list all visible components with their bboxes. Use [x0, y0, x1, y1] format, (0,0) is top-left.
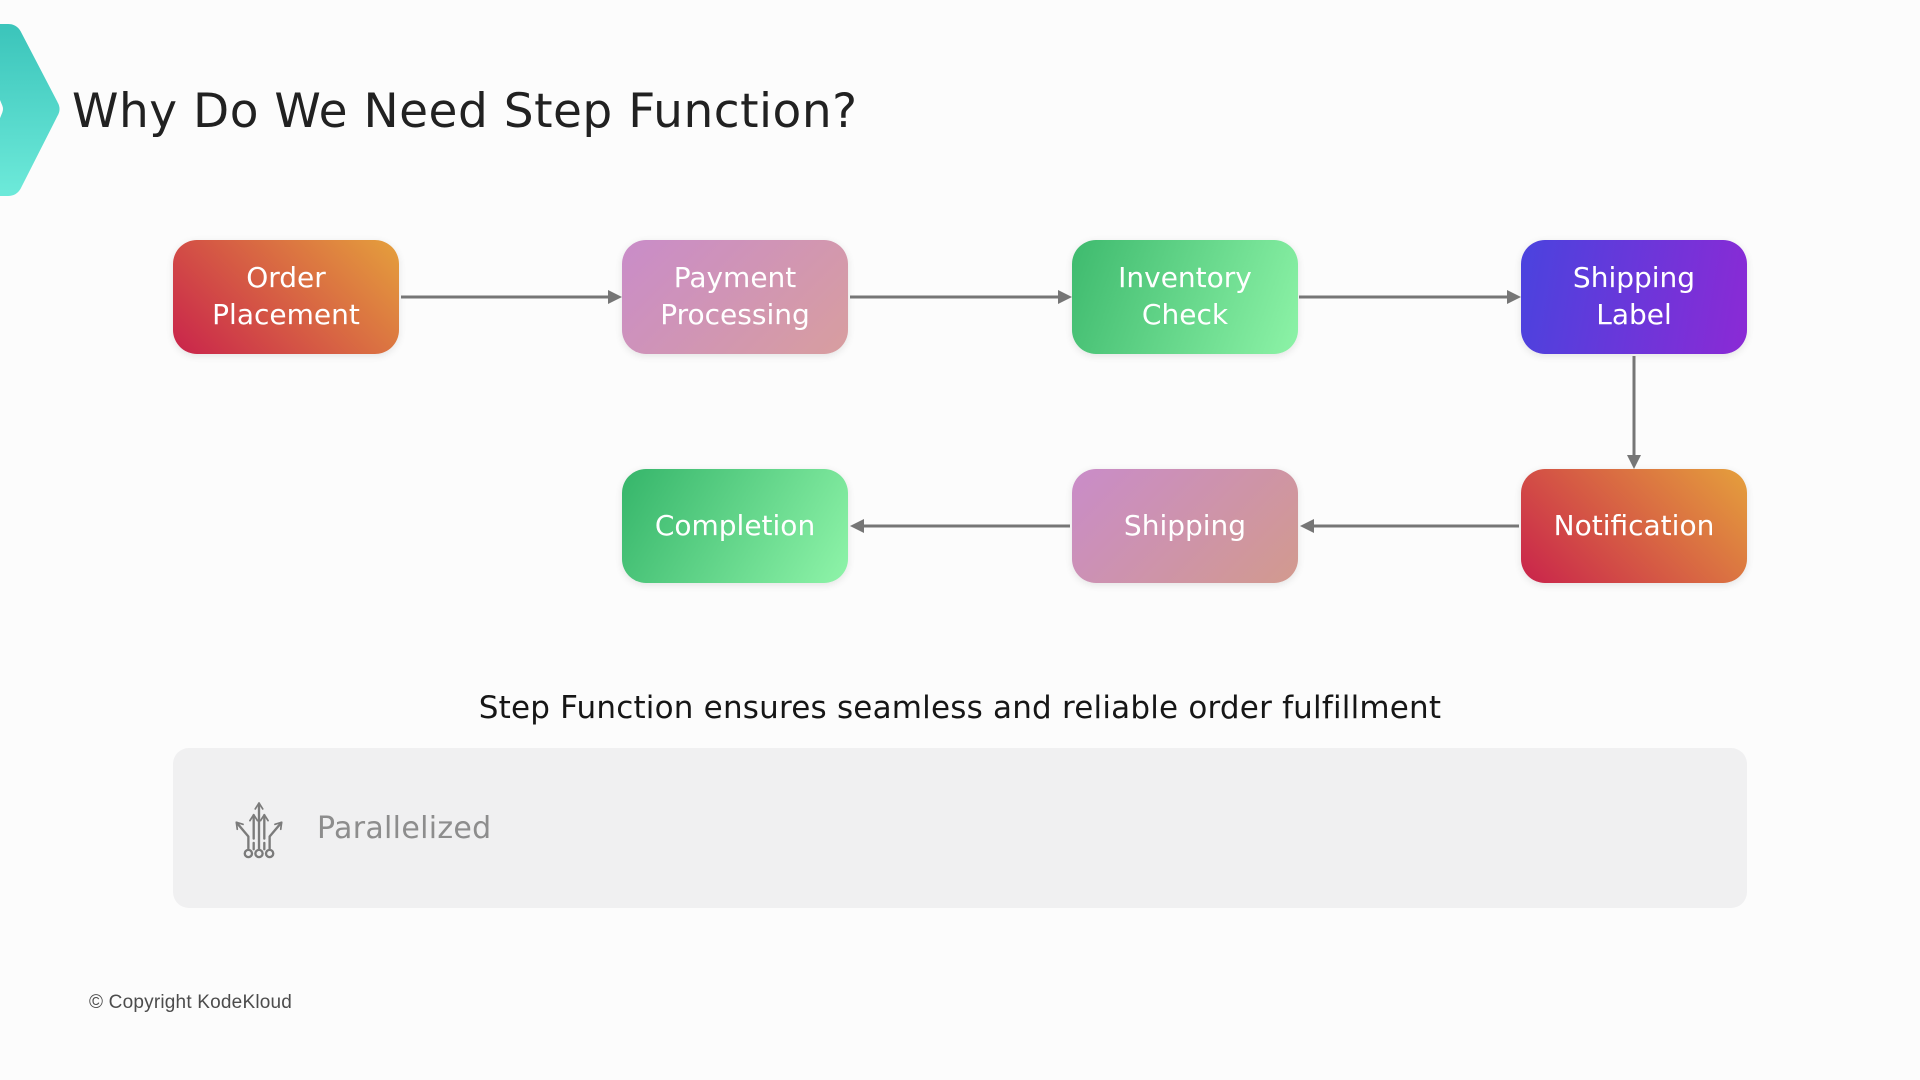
copyright-note: © Copyright KodeKloud	[89, 992, 293, 1013]
node-notification: Notification	[1521, 469, 1747, 583]
arrow-shipping-to-completion	[850, 519, 1070, 533]
feature-panel: Parallelized	[173, 748, 1747, 908]
feature-label: Parallelized	[317, 810, 492, 846]
arrow-inventory-to-shipping-label	[1299, 290, 1521, 304]
caption-text: Step Function ensures seamless and relia…	[478, 690, 1442, 726]
brand-chevron-icon	[0, 24, 60, 196]
page-title: Why Do We Need Step Function?	[72, 84, 858, 139]
node-completion: Completion	[622, 469, 848, 583]
arrow-order-to-payment	[401, 290, 622, 304]
arrow-payment-to-inventory	[850, 290, 1072, 304]
node-shipping: Shipping	[1072, 469, 1298, 583]
node-inventory-check: Inventory Check	[1072, 240, 1298, 354]
node-order-placement: Order Placement	[173, 240, 399, 354]
node-payment-processing: Payment Processing	[622, 240, 848, 354]
arrow-notification-to-shipping	[1300, 519, 1519, 533]
parallelize-icon	[235, 802, 283, 859]
arrow-shipping-label-to-notification	[1627, 356, 1641, 469]
node-shipping-label: Shipping Label	[1521, 240, 1747, 354]
